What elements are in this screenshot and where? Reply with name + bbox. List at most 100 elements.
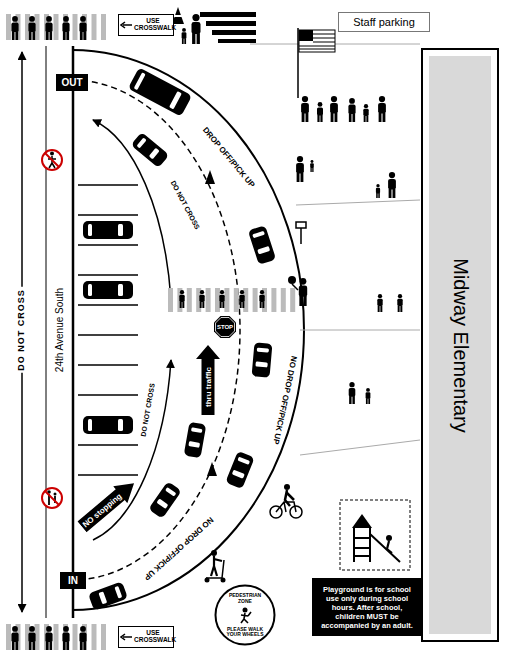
sign-arrow	[121, 22, 132, 28]
parking-stripe	[78, 364, 138, 366]
person-head	[398, 294, 402, 298]
crosswalk-stripe	[271, 288, 276, 312]
person-icon	[79, 16, 86, 40]
person-leg	[389, 189, 392, 198]
crosswalk-stripe	[234, 288, 239, 312]
person-leg	[364, 116, 366, 122]
crosswalk-stripe	[101, 14, 106, 40]
flag-canton	[299, 30, 313, 41]
person-head	[364, 104, 368, 108]
staff-parking-box: Staff parking	[338, 12, 430, 32]
person-body	[192, 22, 201, 34]
person-leg	[182, 38, 184, 44]
stop-paddle	[288, 276, 296, 284]
car-icon	[83, 416, 133, 434]
traffic-cone	[205, 170, 215, 184]
person-body	[28, 632, 35, 642]
person-body	[317, 107, 323, 115]
person-leg	[200, 302, 202, 308]
car-window	[88, 224, 92, 236]
sign-arrow	[120, 633, 132, 641]
person-leg	[393, 189, 396, 198]
crosswalk-bar	[212, 30, 256, 35]
person-head	[389, 172, 395, 178]
flag	[299, 30, 335, 52]
crosswalk-sign: USE CROSSWALK	[118, 626, 174, 648]
person-icon	[11, 626, 18, 650]
person-leg	[12, 641, 15, 650]
crosswalk-bar	[218, 39, 256, 43]
person-body	[348, 104, 355, 114]
person-leg	[192, 33, 195, 44]
person-body	[182, 32, 187, 38]
person-body	[45, 632, 52, 642]
person-leg	[15, 31, 18, 40]
person-leg	[49, 641, 52, 650]
car-body	[248, 225, 276, 265]
sign-slash	[45, 491, 59, 505]
sign-figure	[50, 152, 54, 156]
person-icon	[28, 16, 35, 40]
person-head	[318, 102, 323, 107]
person-leg	[366, 398, 368, 404]
car-body	[252, 342, 273, 377]
sign-text: IN	[68, 575, 78, 586]
person-head	[46, 16, 52, 22]
person-leg	[310, 168, 311, 172]
person-leg	[83, 31, 86, 40]
crosswalk-bar	[200, 12, 256, 17]
sign-arrow	[121, 634, 132, 640]
person-head	[200, 290, 204, 294]
playground-note: Playground is for school use only during…	[312, 578, 422, 636]
rider	[211, 556, 222, 576]
person-leg	[317, 115, 319, 122]
sign-slash	[45, 153, 59, 167]
person-head	[260, 290, 264, 294]
person-icon	[179, 290, 184, 308]
stop-sign: STOP	[214, 316, 236, 338]
car-window	[257, 348, 269, 353]
no-pedestrian-sign	[42, 150, 62, 170]
car-window	[98, 591, 107, 604]
crosswalk-stripe	[101, 624, 106, 650]
walker-figure	[243, 608, 248, 613]
person-leg	[299, 296, 302, 306]
person-icon	[378, 96, 386, 122]
car-window	[149, 148, 160, 160]
sign-ring	[42, 488, 62, 508]
crosswalk-stripe	[187, 288, 192, 312]
crosswalk-stripe	[206, 288, 211, 312]
person-leg	[312, 168, 313, 172]
person-leg	[260, 302, 262, 308]
crosswalk-stripe	[290, 288, 295, 312]
sign-text: Staff parking	[353, 16, 415, 28]
child-figure	[386, 535, 392, 541]
person-body	[28, 22, 35, 32]
person-icon	[363, 104, 368, 122]
lane-warning: DO NOT CROSS	[168, 178, 202, 233]
person-leg	[380, 306, 382, 312]
sign-text: USE CROSSWALK	[134, 630, 172, 644]
person-head	[29, 626, 35, 632]
crosswalk-stripe	[92, 624, 97, 650]
scooter-wheel	[205, 578, 210, 583]
person-head	[12, 626, 18, 632]
person-body	[259, 295, 264, 302]
person-leg	[83, 641, 86, 650]
person-icon	[239, 290, 244, 308]
car-window	[118, 224, 123, 236]
no-pedestrian-sign	[42, 488, 62, 508]
lane-label: DROP OFF/PICK UP	[199, 125, 257, 192]
car-window	[114, 586, 122, 599]
person-body	[11, 22, 18, 32]
person-body	[349, 388, 356, 397]
sign-text: OUT	[61, 77, 82, 88]
car-window	[134, 72, 146, 90]
person-body	[301, 103, 309, 113]
person-body	[376, 188, 380, 194]
person-icon	[296, 156, 304, 182]
road-edge	[46, 46, 47, 618]
playground-frame	[340, 500, 410, 570]
person-leg	[301, 173, 304, 182]
person-head	[297, 156, 303, 162]
